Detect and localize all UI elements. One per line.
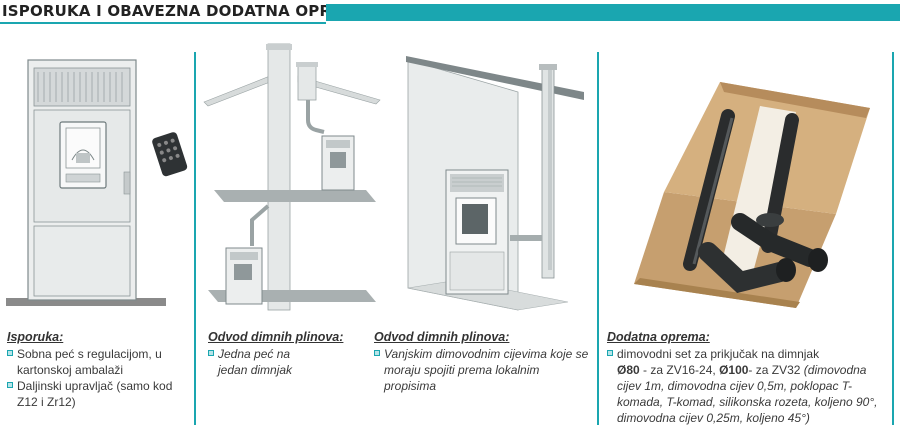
bullet-icon (607, 350, 613, 356)
column-divider (892, 52, 894, 425)
chimney-two-stoves-illustration (203, 43, 381, 311)
floor-shadow (6, 298, 166, 306)
section-header: ISPORUKA I OBAVEZNA DODATNA OPREMA: (0, 0, 900, 24)
list-item: Jedna peć na jedan dimnjak (208, 346, 318, 378)
flue-gas-caption-2: Odvod dimnih plinova: Vanjskim dimovodni… (374, 329, 594, 394)
external-flue-illustration (406, 56, 584, 311)
list-item: Daljinski upravljač (samo kod Z12 i Zr12… (7, 378, 187, 410)
list-item: dimovodni set za prikjučak na dimnjak (607, 346, 887, 362)
list-item: Vanjskim dimovodnim cijevima koje se mor… (374, 346, 594, 394)
column-divider (194, 52, 196, 425)
header-accent-bar (326, 4, 900, 21)
column-divider (597, 52, 599, 425)
bullet-icon (7, 382, 13, 388)
list-item-detail: Ø80 - za ZV16-24, Ø100- za ZV32 (dimovod… (617, 363, 878, 425)
bullet-icon (208, 350, 214, 356)
caption-title: Odvod dimnih plinova: (208, 330, 344, 344)
remote-control-icon (152, 132, 188, 177)
section-title: ISPORUKA I OBAVEZNA DODATNA OPREMA: (2, 2, 376, 20)
list-item: Sobna peć s regulacijom, u kartonskoj am… (7, 346, 187, 378)
chimney (267, 43, 291, 311)
header-underline (0, 22, 326, 24)
caption-title: Odvod dimnih plinova: (374, 330, 510, 344)
delivery-caption: Isporuka: Sobna peć s regulacijom, u kar… (7, 329, 187, 410)
flue-set-box-illustration (634, 82, 870, 308)
bullet-icon (374, 350, 380, 356)
caption-title: Dodatna oprema: (607, 330, 710, 344)
extra-equipment-caption: Dodatna oprema: dimovodni set za prikjuč… (607, 329, 887, 426)
caption-title: Isporuka: (7, 330, 64, 344)
flue-gas-caption-1: Odvod dimnih plinova: Jedna peć na jedan… (208, 329, 378, 378)
stove-illustration (6, 59, 188, 306)
bullet-icon (7, 350, 13, 356)
